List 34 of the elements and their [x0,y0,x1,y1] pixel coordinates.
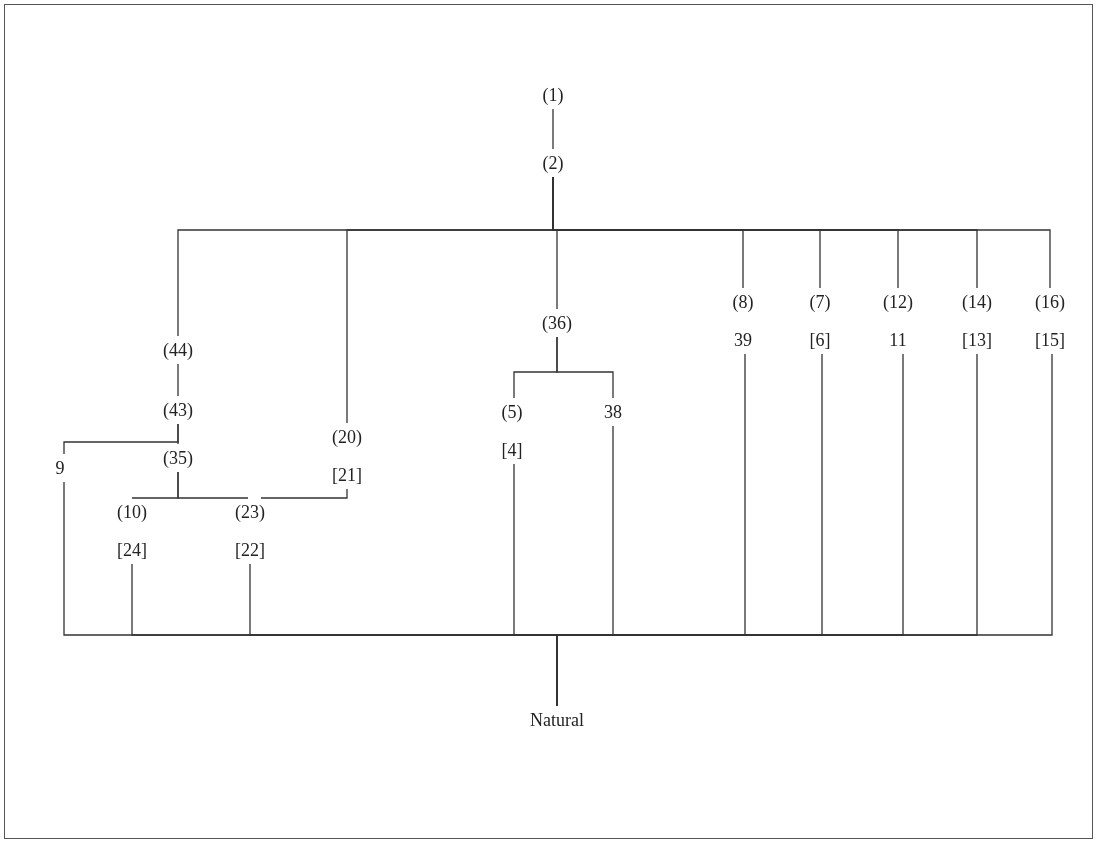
node-label: (35) [163,447,193,469]
connector-line [177,471,249,499]
node-label: [13] [962,329,992,351]
node-label: [6] [809,329,831,351]
connector-line [177,363,179,397]
node-label: 39 [733,329,753,351]
node-label: (44) [163,339,193,361]
node-label: (7) [809,291,831,313]
node-label: (14) [962,291,992,313]
node-label: (2) [542,152,564,174]
node-label: (10) [117,501,147,523]
connector-line [177,423,179,445]
node-label: (23) [235,501,265,523]
connector-line [260,488,348,499]
node-label: (36) [542,312,572,334]
node-label: 9 [55,457,65,479]
node-label: 38 [604,401,622,423]
node-label: [22] [235,539,265,561]
node-label: [21] [332,464,362,486]
node-label: (5) [501,401,523,423]
node-label: (20) [332,426,362,448]
node-label: (12) [883,291,913,313]
node-label: [4] [501,439,523,461]
connector-line [552,108,554,150]
node-label: (43) [163,399,193,421]
node-label: [15] [1035,329,1065,351]
node-label: (1) [542,84,564,106]
connector-line [556,353,1053,707]
node-label: (8) [732,291,754,313]
node-label: 11 [888,329,908,351]
node-label: [24] [117,539,147,561]
connector-line [556,336,614,399]
node-label: Natural [530,709,584,731]
node-label: (16) [1035,291,1065,313]
